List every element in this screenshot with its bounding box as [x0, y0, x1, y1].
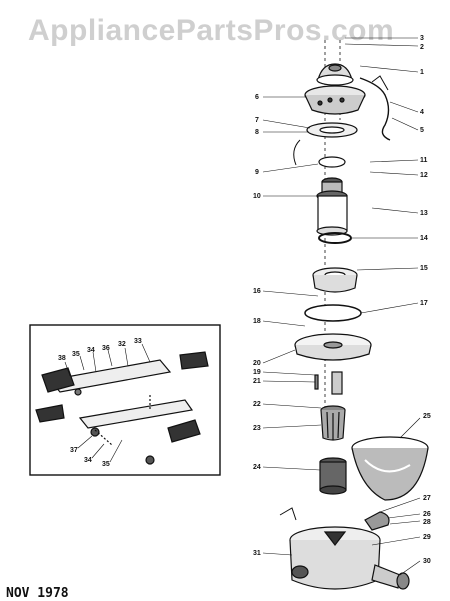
- part-filter-bag: [351, 436, 429, 501]
- part-motor-cap: [316, 63, 354, 86]
- callout-35-top: 35: [72, 351, 80, 358]
- callout-5: 5: [420, 127, 424, 134]
- part-tank: [289, 526, 381, 590]
- callout-16: 16: [253, 288, 261, 295]
- part-lid-gasket: [304, 304, 362, 322]
- watermark-logo: AppliancePartsPros.com: [28, 14, 395, 47]
- callout-19: 19: [253, 369, 261, 376]
- callout-32: 32: [118, 341, 126, 348]
- callout-12: 12: [420, 172, 428, 179]
- callout-2: 2: [420, 44, 424, 51]
- callout-11: 11: [420, 157, 428, 164]
- callout-9: 9: [255, 169, 259, 176]
- callout-17: 17: [420, 300, 428, 307]
- callout-35-bottom: 35: [102, 461, 110, 468]
- callout-8: 8: [255, 129, 259, 136]
- callout-38: 38: [58, 355, 66, 362]
- callout-13: 13: [420, 210, 428, 217]
- part-motor-housing: [304, 85, 366, 115]
- callout-31: 31: [253, 550, 261, 557]
- part-caster: [291, 565, 309, 579]
- callout-29: 29: [423, 534, 431, 541]
- date-stamp: NOV 1978: [6, 586, 69, 601]
- callout-20: 20: [253, 360, 261, 367]
- callout-24: 24: [253, 464, 261, 471]
- callout-33: 33: [134, 338, 142, 345]
- part-hose-port: [371, 564, 410, 590]
- callout-34-bottom: 34: [84, 457, 92, 464]
- part-power-cord: [359, 77, 391, 141]
- part-cartridge-filter: [319, 457, 347, 495]
- callout-7: 7: [255, 117, 259, 124]
- callout-27: 27: [423, 495, 431, 502]
- callout-4: 4: [420, 109, 424, 116]
- inset-caster-assembly: [29, 324, 221, 476]
- callout-26: 26: [423, 511, 431, 518]
- callout-1: 1: [420, 69, 424, 76]
- callout-34-top: 34: [87, 347, 95, 354]
- callout-18: 18: [253, 318, 261, 325]
- part-latch: [364, 511, 390, 531]
- callout-36: 36: [102, 345, 110, 352]
- callout-21: 21: [253, 378, 261, 385]
- callout-15: 15: [420, 265, 428, 272]
- part-o-ring: [318, 232, 352, 244]
- callout-22: 22: [253, 401, 261, 408]
- callout-23: 23: [253, 425, 261, 432]
- part-lid: [294, 333, 372, 361]
- callout-6: 6: [255, 94, 259, 101]
- part-filter-basket: [320, 405, 346, 441]
- callout-14: 14: [420, 235, 428, 242]
- callout-37: 37: [70, 447, 78, 454]
- callout-25: 25: [423, 413, 431, 420]
- callout-3: 3: [420, 35, 424, 42]
- callout-28: 28: [423, 519, 431, 526]
- callout-30: 30: [423, 558, 431, 565]
- callout-10: 10: [253, 193, 261, 200]
- part-filter-holder: [331, 371, 343, 395]
- part-ring: [318, 156, 346, 168]
- part-motor: [316, 177, 348, 236]
